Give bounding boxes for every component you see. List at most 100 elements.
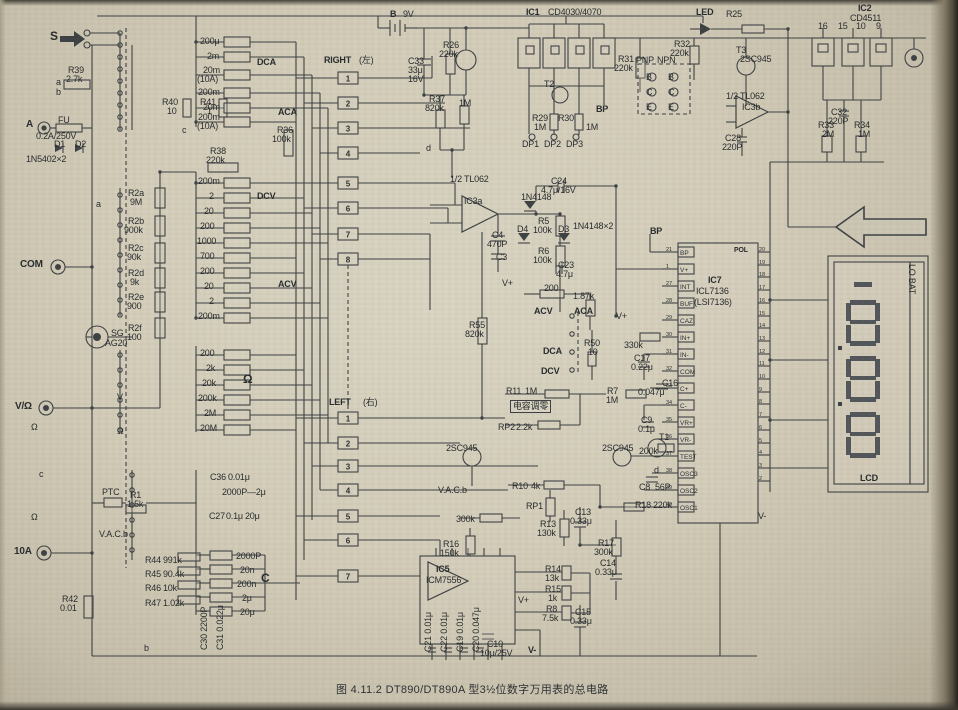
lcd-segment [875, 325, 880, 343]
switch-position-number: 6 [346, 537, 351, 546]
ic-pin-box [677, 263, 695, 275]
circle-symbol [43, 405, 49, 411]
ic-pin-box [677, 365, 695, 377]
switch-contact [117, 267, 123, 273]
lcd-segment [846, 415, 851, 433]
scan-edge-bottom [0, 701, 958, 710]
switch-contact [117, 102, 123, 108]
switch-contact [117, 427, 123, 433]
switch-contact [117, 397, 123, 403]
lcd-segment [875, 303, 880, 321]
component-box [585, 299, 596, 317]
component-box [543, 480, 565, 490]
ic-pin-box [677, 416, 695, 428]
circle-symbol [528, 133, 536, 141]
ic-pin-number: 40 [666, 502, 672, 508]
component-box [600, 45, 610, 55]
component-box [625, 389, 647, 399]
switch-position-number: 4 [346, 487, 351, 496]
component-box [223, 237, 251, 249]
circle-symbol [647, 102, 657, 112]
switch-contact [117, 382, 123, 388]
component-box [545, 497, 556, 517]
ic-pin-number: 19 [759, 260, 765, 266]
component-box [477, 317, 488, 345]
symbol [427, 561, 470, 601]
lcd-segment [850, 397, 876, 402]
junction-dot [464, 26, 468, 30]
switch-position-number: 7 [346, 573, 351, 582]
circle-symbol [93, 333, 101, 341]
switch-position-box [337, 96, 359, 110]
ic-pin-number: 34 [666, 400, 672, 406]
switch-contact [117, 237, 123, 243]
ic-pin-number: 37 [666, 451, 672, 457]
switch-contact [129, 502, 135, 508]
symbol [55, 144, 63, 152]
component-box [479, 513, 503, 523]
component-box [525, 45, 535, 55]
junction-dot [768, 298, 772, 302]
switch-position-box [337, 533, 359, 547]
hfe-socket-frame [637, 63, 691, 115]
ic-pin-label: CAZ [680, 318, 693, 325]
component-box [177, 552, 201, 562]
lcd-segment [846, 359, 851, 377]
symbol [461, 195, 500, 233]
switch-contact [117, 412, 123, 418]
ic-pin-box [677, 348, 695, 360]
component-box [283, 129, 294, 157]
ic-pin-label: IN+ [680, 335, 691, 342]
junction-dot [194, 181, 198, 185]
ic-pin-box [677, 399, 695, 411]
switch-contact [117, 252, 123, 258]
switch-position-number: 1 [346, 415, 351, 424]
component-box [177, 580, 201, 590]
switch-contact [117, 126, 123, 132]
symbol [735, 95, 770, 129]
switch-contact [117, 114, 123, 120]
lcd-segment [875, 437, 880, 455]
lcd-segment [846, 303, 851, 321]
component-box [209, 606, 233, 617]
scan-edge-top [0, 0, 958, 6]
schematic-drawing: 123456781234567BP21V+1INT27BUF28CAZ29IN+… [36, 15, 929, 660]
switch-contact [129, 472, 135, 478]
ic-pin-number: 4 [759, 450, 762, 456]
switch-contact [117, 207, 123, 213]
component-box [550, 45, 560, 55]
switch-contact [569, 367, 575, 373]
component-box [544, 389, 570, 399]
component-box [223, 424, 251, 436]
switch-position-box [337, 176, 359, 190]
switch-contact [117, 352, 123, 358]
ic-pin-number: 29 [666, 315, 672, 321]
component-box [539, 289, 565, 299]
junction-dot [194, 316, 198, 320]
component-box [177, 595, 201, 605]
component-box [555, 245, 566, 267]
junction-dot [534, 212, 538, 216]
junction-dot [614, 184, 618, 188]
ic-pin-number: 14 [759, 323, 765, 329]
ic-pin-label: COM [680, 369, 695, 376]
ic-pin-label: C- [680, 403, 687, 410]
circle-symbol [669, 72, 679, 82]
symbol [838, 402, 842, 406]
component-box [561, 565, 572, 581]
switch-contact [117, 192, 123, 198]
junction-dot [768, 358, 772, 362]
circle-symbol [462, 447, 482, 467]
component-box [459, 105, 470, 125]
component-box [177, 566, 201, 576]
circle-symbol [669, 102, 679, 112]
ic-pin-number: 1 [666, 264, 669, 270]
component-box [465, 535, 476, 555]
ic-pin-label: BP [680, 250, 689, 257]
lcd-segment [850, 412, 876, 417]
switch-contact [117, 30, 123, 36]
ic-pin-number: 21 [666, 247, 672, 253]
component-box [154, 242, 166, 264]
wire [447, 208, 462, 224]
ic-pin-label: IN- [680, 352, 689, 359]
